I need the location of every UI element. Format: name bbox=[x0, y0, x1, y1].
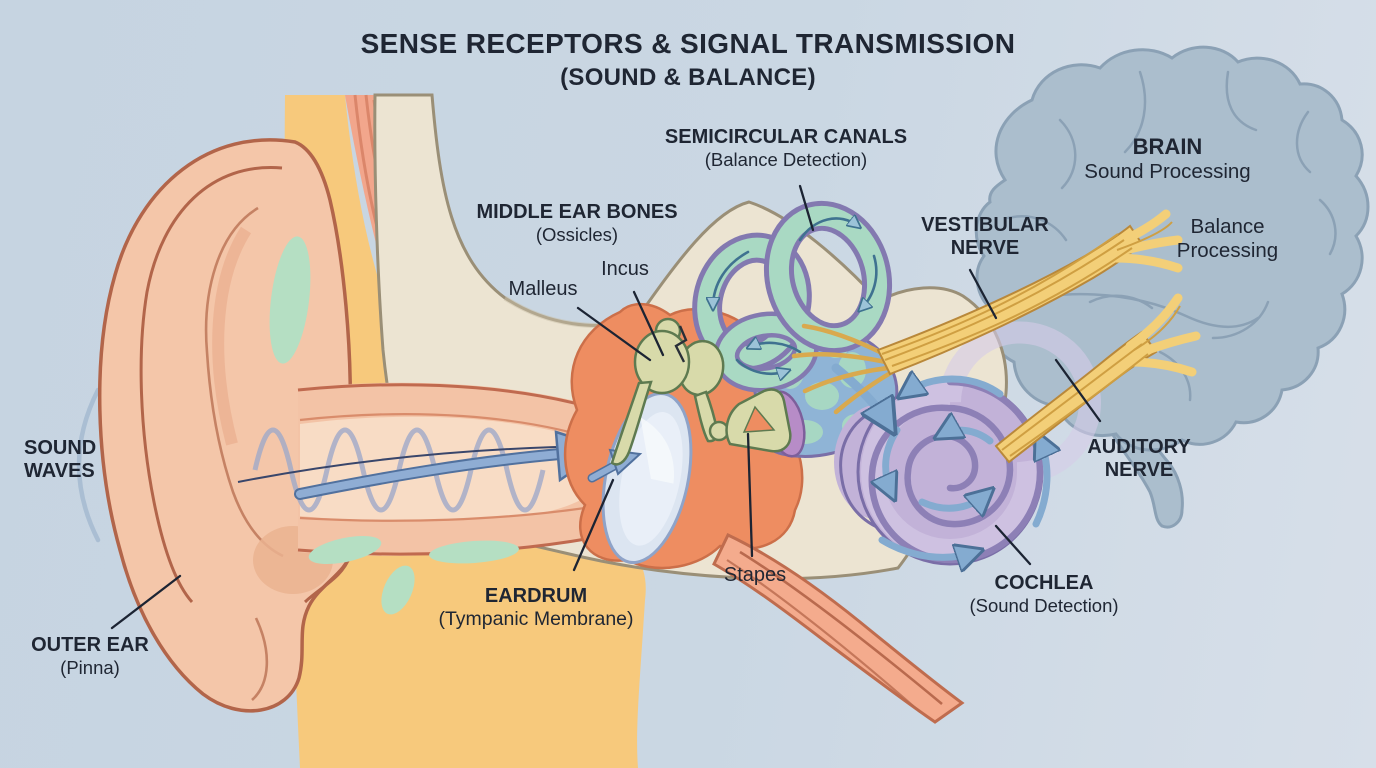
label-stapes: Stapes bbox=[695, 564, 815, 587]
label-incus: Incus bbox=[565, 258, 685, 281]
auditory-nerve-shape bbox=[994, 293, 1201, 464]
label-balance-processing: Balance Processing bbox=[1145, 215, 1310, 263]
vestibular-nerve-text: VESTIBULAR NERVE bbox=[921, 214, 1049, 260]
label-brain: BRAIN Sound Processing bbox=[1040, 134, 1295, 183]
eustachian-tube bbox=[712, 533, 965, 724]
cochlea-sub: (Sound Detection) bbox=[969, 595, 1119, 617]
auditory-nerve-text: AUDITORY NERVE bbox=[1087, 436, 1191, 482]
cartilage-blobs bbox=[269, 236, 519, 615]
title-main: SENSE RECEPTORS & SIGNAL TRANSMISSION bbox=[360, 28, 1016, 59]
ossicles-shape bbox=[610, 317, 792, 466]
label-middle-ear-bones: MIDDLE EAR BONES (Ossicles) bbox=[447, 201, 707, 246]
incus-text: Incus bbox=[601, 258, 649, 280]
outer-ear-sub: (Pinna) bbox=[60, 657, 120, 679]
middle-ear-bones-heading: MIDDLE EAR BONES bbox=[476, 201, 678, 223]
stapes-arch-hole bbox=[742, 405, 776, 433]
label-outer-ear: OUTER EAR (Pinna) bbox=[16, 634, 164, 679]
stapes-text: Stapes bbox=[723, 564, 787, 586]
oval-window-flow-arrow-icon bbox=[831, 363, 890, 426]
label-vestibular-nerve: VESTIBULAR NERVE bbox=[906, 214, 1064, 260]
title-sub: (SOUND & BALANCE) bbox=[560, 64, 816, 91]
sound-waves-text: SOUND WAVES bbox=[24, 437, 97, 483]
malleus-text: Malleus bbox=[508, 278, 578, 300]
label-eardrum: EARDRUM (Tympanic Membrane) bbox=[390, 585, 682, 631]
label-sound-waves: SOUND WAVES bbox=[24, 437, 122, 483]
label-malleus: Malleus bbox=[483, 278, 603, 301]
semicircular-canals-heading: SEMICIRCULAR CANALS bbox=[664, 126, 908, 148]
page-title: SENSE RECEPTORS & SIGNAL TRANSMISSION bbox=[288, 28, 1088, 60]
label-auditory-nerve: AUDITORY NERVE bbox=[1058, 436, 1220, 482]
label-cochlea: COCHLEA (Sound Detection) bbox=[912, 572, 1176, 617]
middle-ear-bones-sub: (Ossicles) bbox=[535, 224, 619, 246]
outer-ear-heading: OUTER EAR bbox=[31, 634, 149, 656]
brain-sub: Sound Processing bbox=[1084, 159, 1251, 183]
balance-processing-text: Balance Processing bbox=[1176, 215, 1279, 262]
fatty-tissue-band bbox=[284, 95, 646, 768]
label-semicircular-canals: SEMICIRCULAR CANALS (Balance Detection) bbox=[636, 126, 936, 171]
cochlea-heading: COCHLEA bbox=[994, 572, 1094, 594]
eardrum-sub: (Tympanic Membrane) bbox=[438, 608, 634, 631]
cochlea-shape bbox=[834, 321, 1101, 564]
brain-heading: BRAIN bbox=[1132, 134, 1203, 159]
leader-lines bbox=[110, 184, 1102, 630]
vestibular-nerve-shape bbox=[791, 209, 1183, 415]
vibration-zigzag-icon bbox=[674, 325, 688, 363]
eardrum-heading: EARDRUM bbox=[484, 585, 588, 607]
page-subtitle: (SOUND & BALANCE) bbox=[288, 64, 1088, 92]
semicircular-canals-sub: (Balance Detection) bbox=[704, 149, 868, 171]
